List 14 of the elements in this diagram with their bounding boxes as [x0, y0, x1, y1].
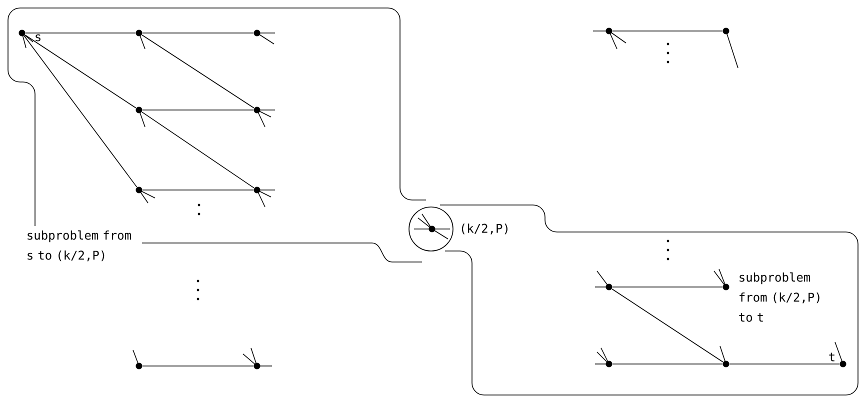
edge-line — [142, 32, 254, 34]
edge-line — [24, 36, 138, 188]
labeled-vertex: t — [829, 352, 846, 368]
node-label: t — [829, 352, 834, 362]
edge-line — [612, 30, 723, 32]
labeled-vertex: s — [18, 30, 40, 42]
edge-line — [142, 34, 254, 108]
edge-line — [142, 112, 254, 188]
edge-line — [612, 286, 723, 288]
node-label: (k/2,P) — [462, 224, 508, 234]
edge-line — [24, 34, 136, 108]
edge-line — [612, 288, 724, 362]
edge-line — [25, 32, 136, 34]
node-label: s — [36, 34, 40, 42]
